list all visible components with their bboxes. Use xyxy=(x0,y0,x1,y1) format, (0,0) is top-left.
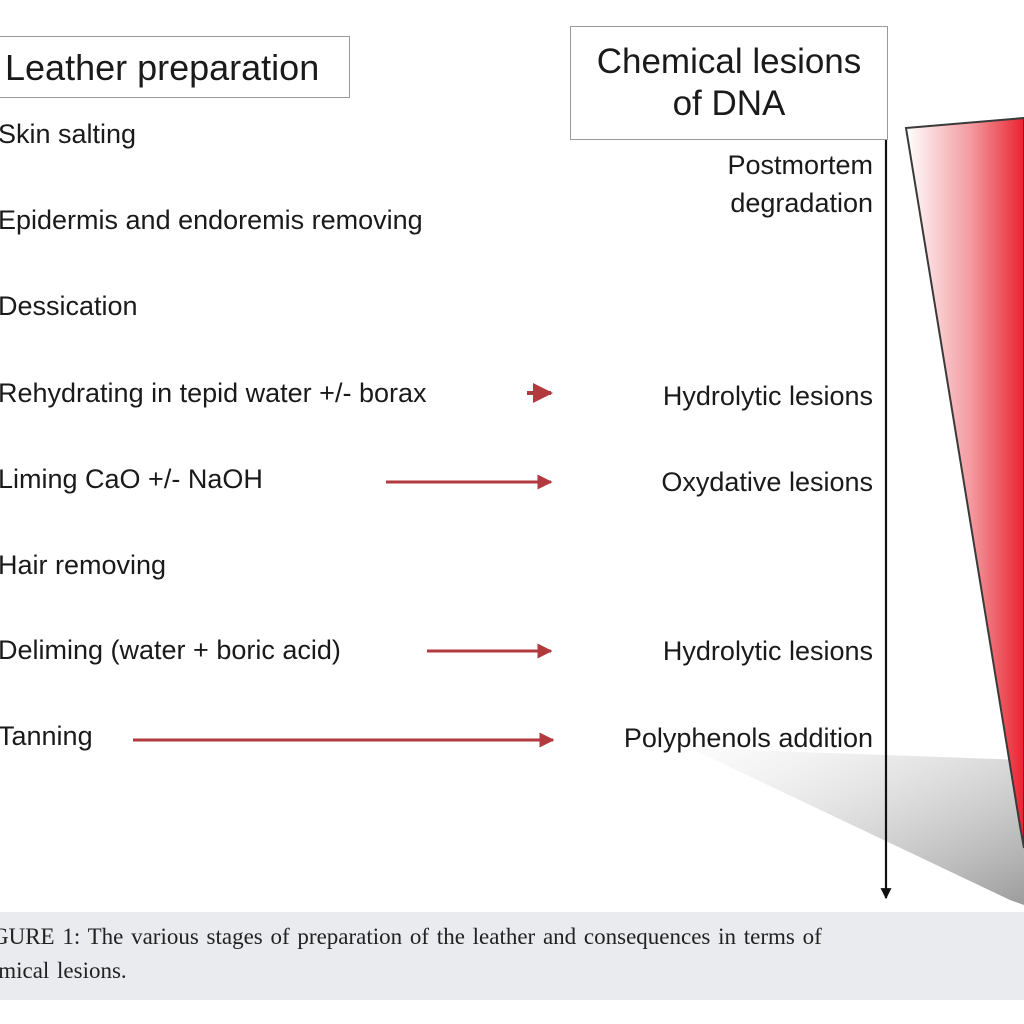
lesion-hydrolytic-2: Hydrolytic lesions xyxy=(662,636,873,666)
chemical-lesions-header-line-2: of DNA xyxy=(672,84,786,123)
step-dessication: Dessication xyxy=(0,291,138,321)
step-epidermis-removing: Epidermis and endoremis removing xyxy=(0,205,423,235)
wedge-shadow xyxy=(690,748,1024,905)
lesion-hydrolytic-1: Hydrolytic lesions xyxy=(662,381,873,411)
lesion-polyphenols: Polyphenols addition xyxy=(623,723,873,753)
degradation-wedge xyxy=(904,116,1024,849)
step-tanning: Tanning xyxy=(0,721,93,751)
step-rehydrating: Rehydrating in tepid water +/- borax xyxy=(0,378,427,408)
figure-caption: GURE 1: The various stages of preparatio… xyxy=(0,912,1024,1000)
caption-line-2: emical lesions. xyxy=(0,958,127,983)
chemical-lesions-header: Chemical lesions of DNA xyxy=(570,26,888,140)
chemical-lesions-header-line-1: Chemical lesions xyxy=(596,42,862,81)
step-hair-removing: Hair removing xyxy=(0,550,167,580)
postmortem-degradation-label: Postmortem degradation xyxy=(727,146,873,222)
lesion-oxydative: Oxydative lesions xyxy=(661,467,873,497)
postmortem-label-line-1: Postmortem xyxy=(727,150,873,180)
leather-preparation-header: Leather preparation xyxy=(0,36,350,98)
postmortem-label-line-2: degradation xyxy=(730,188,873,218)
step-deliming: Deliming (water + boric acid) xyxy=(0,635,341,665)
caption-line-1: GURE 1: The various stages of preparatio… xyxy=(0,924,822,949)
step-liming: Liming CaO +/- NaOH xyxy=(0,464,263,494)
step-skin-salting: Skin salting xyxy=(0,119,137,149)
